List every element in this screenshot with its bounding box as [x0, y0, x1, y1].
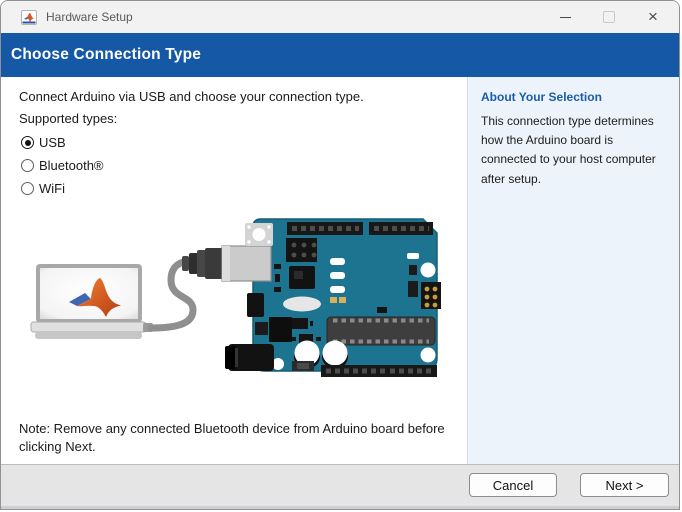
minimize-button[interactable] [543, 1, 587, 33]
maximize-icon [603, 11, 615, 23]
content-area: Connect Arduino via USB and choose your … [1, 77, 679, 464]
next-button[interactable]: Next > [580, 473, 669, 497]
matlab-app-icon [21, 9, 37, 25]
radio-label: Bluetooth® [39, 158, 104, 173]
page-header: Choose Connection Type [1, 33, 679, 77]
cancel-button[interactable]: Cancel [469, 473, 557, 497]
window-title: Hardware Setup [46, 10, 133, 24]
radio-option-wifi[interactable]: WiFi [21, 181, 467, 196]
radio-label: USB [39, 135, 66, 150]
minimize-icon [559, 16, 571, 18]
close-icon: × [648, 7, 658, 26]
note-text: Note: Remove any connected Bluetooth dev… [19, 421, 445, 455]
maximize-button[interactable] [587, 1, 631, 33]
main-panel: Connect Arduino via USB and choose your … [1, 77, 467, 464]
radio-circle-icon[interactable] [21, 182, 34, 195]
arduino-usb-illustration [30, 218, 441, 377]
radio-circle-icon[interactable] [21, 136, 34, 149]
sidebar-heading: About Your Selection [481, 90, 602, 104]
radio-option-bluetooth[interactable]: Bluetooth® [21, 158, 467, 173]
sidebar-body-text: This connection type determines how the … [481, 114, 656, 186]
radio-label: WiFi [39, 181, 65, 196]
footer-bar: Cancel Next > [1, 464, 679, 509]
intro-text: Connect Arduino via USB and choose your … [19, 89, 364, 104]
page-title: Choose Connection Type [11, 46, 202, 63]
close-button[interactable]: × [631, 1, 675, 33]
matlab-logo [69, 278, 121, 317]
titlebar: Hardware Setup × [1, 1, 679, 33]
sidebar-panel: About Your Selection This connection typ… [467, 77, 679, 464]
supported-types-label: Supported types: [19, 111, 118, 126]
radio-circle-icon[interactable] [21, 159, 34, 172]
usb-cable-icon [147, 248, 224, 332]
laptop-illustration [30, 264, 153, 339]
radio-option-usb[interactable]: USB [21, 135, 467, 150]
arduino-board-illustration [221, 218, 441, 377]
